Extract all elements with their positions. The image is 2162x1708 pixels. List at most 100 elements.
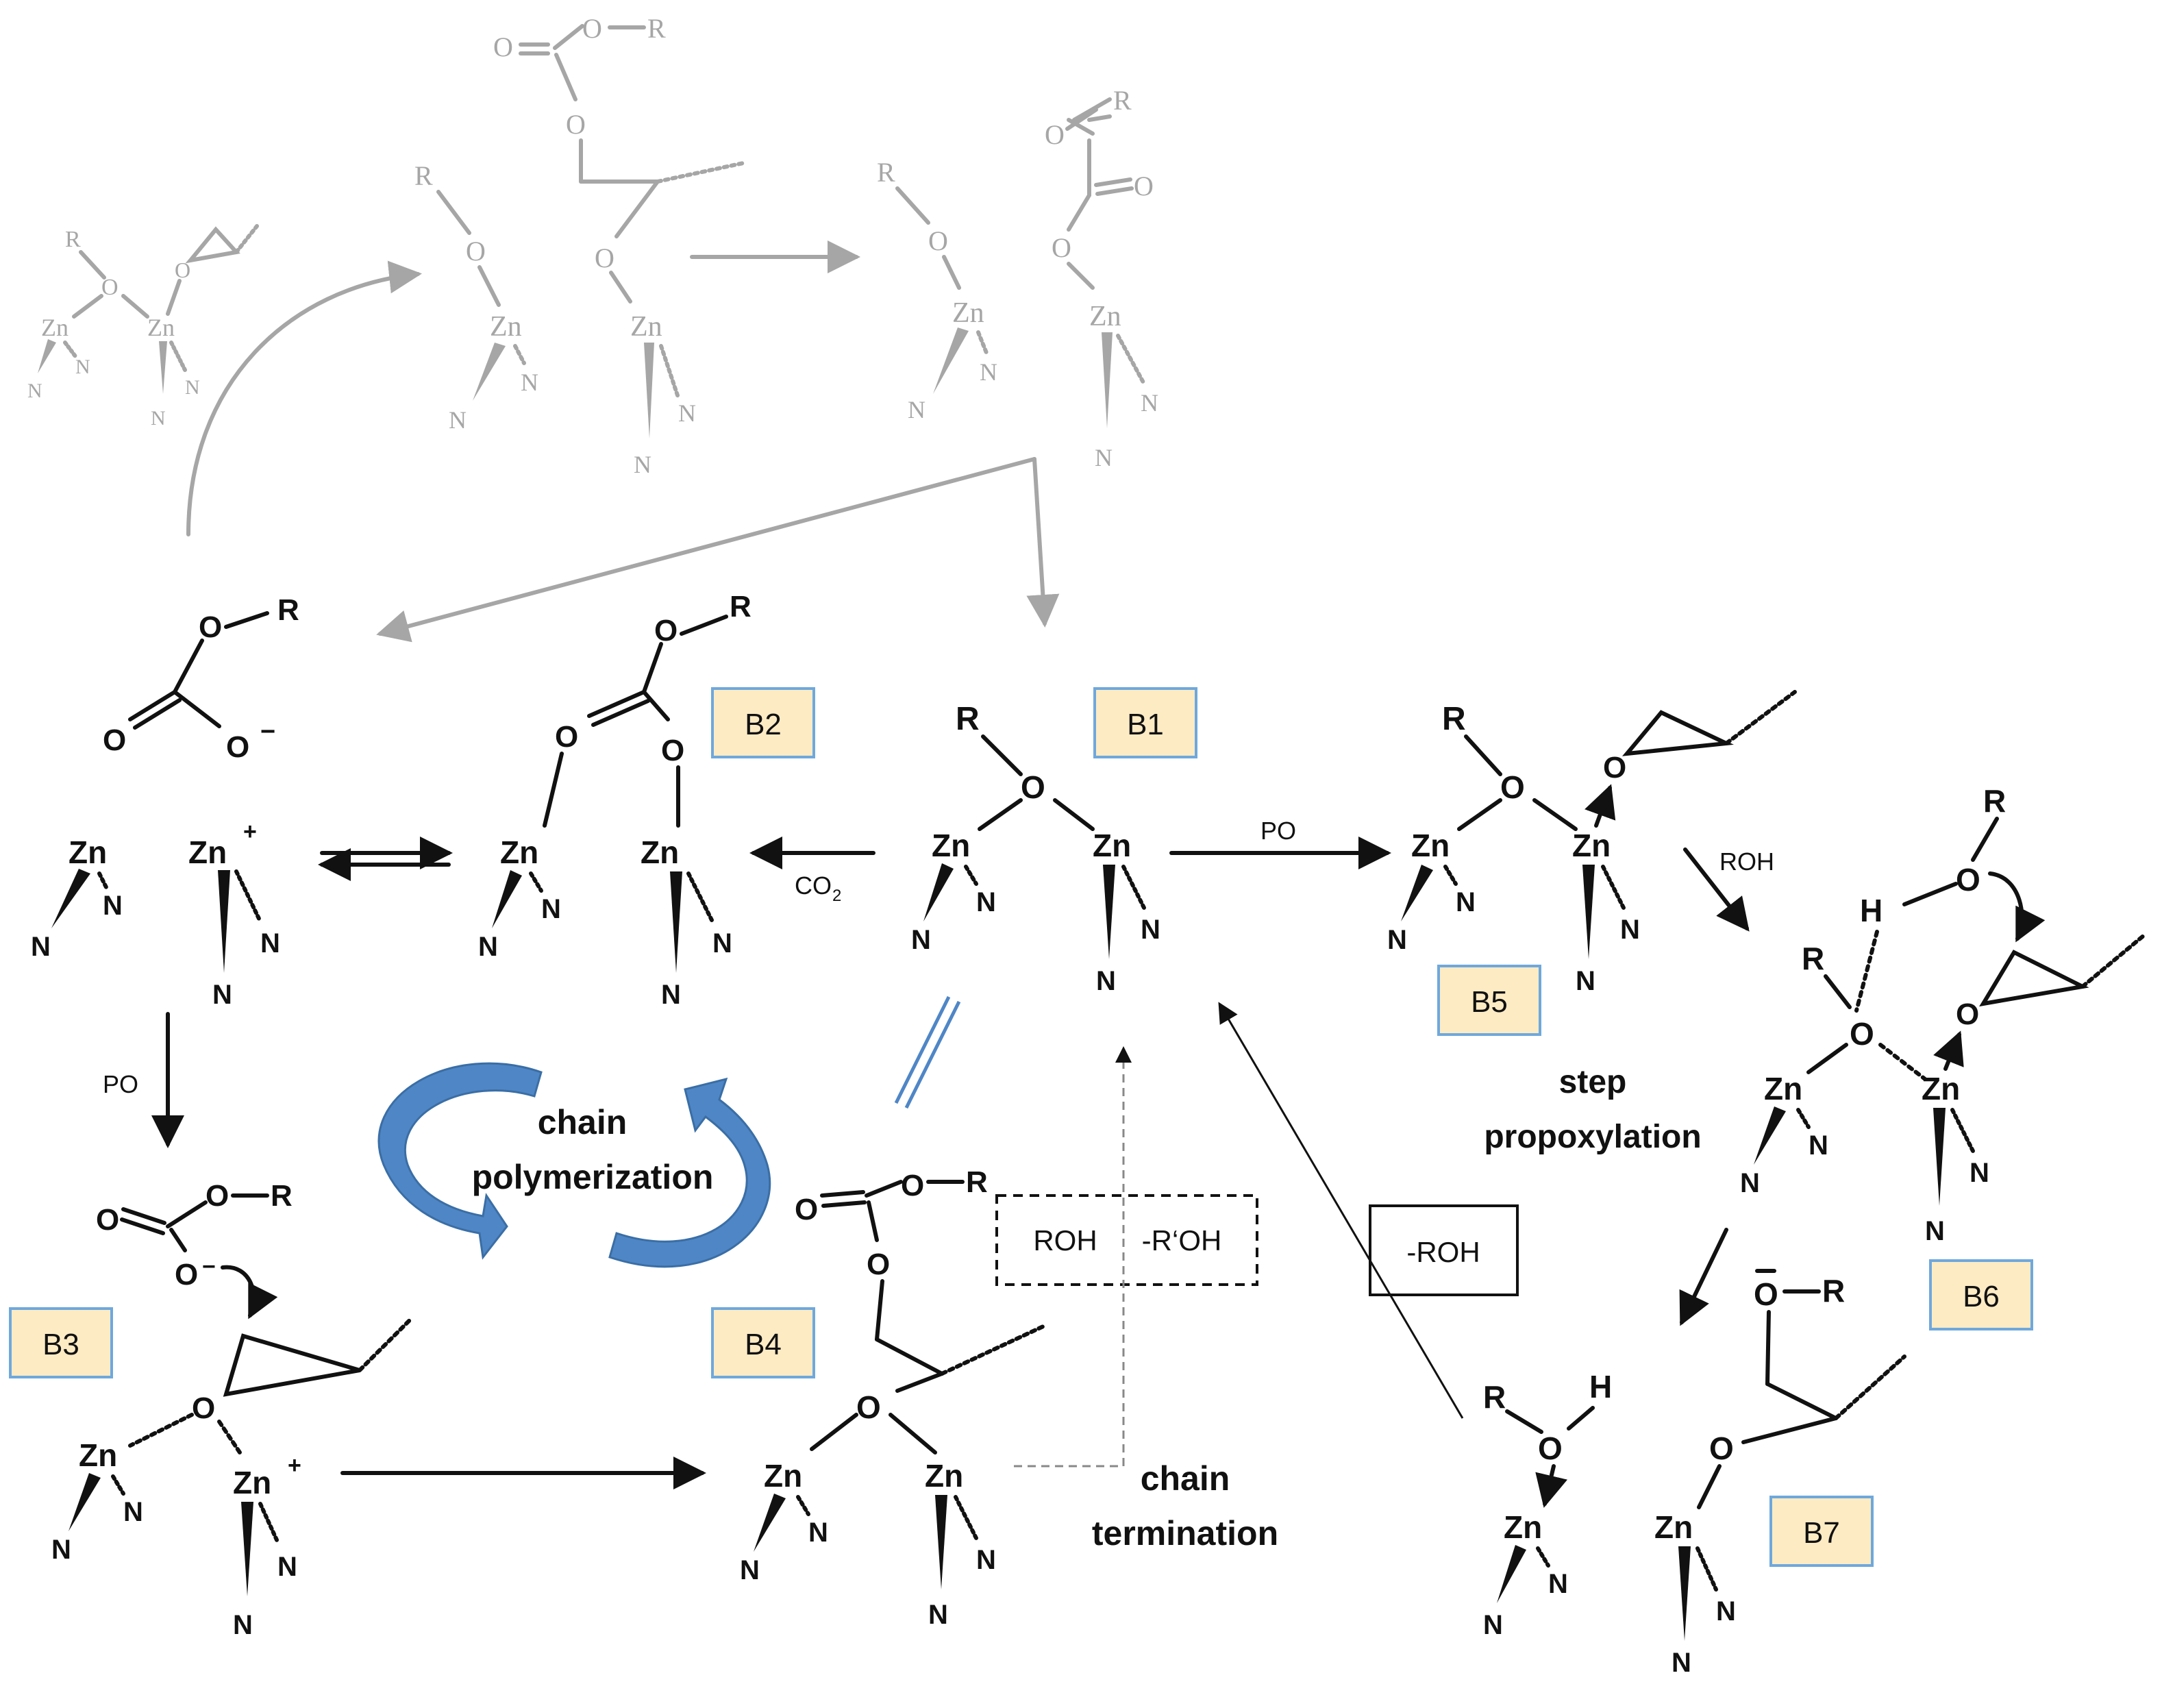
label-b7-text: B7 (1803, 1516, 1840, 1550)
label-b3-text: B3 (42, 1328, 79, 1361)
atom-n: N (1716, 1596, 1736, 1626)
blue-curved-arrow-right (608, 1077, 771, 1268)
label-b2-text: B2 (745, 708, 782, 741)
atom-o: O (1956, 998, 1979, 1031)
atom-zn: Zn (79, 1437, 117, 1473)
atom-zn: Zn (641, 834, 679, 870)
atom-n: N (1809, 1130, 1828, 1161)
po-arrow-to-b3: PO (103, 1012, 184, 1148)
atom-o: O (466, 236, 486, 267)
atom-o: O (1603, 751, 1626, 784)
atom-h: H (1860, 893, 1883, 928)
blue-equivalence-mark (894, 995, 961, 1109)
atom-r: R (1442, 701, 1466, 737)
atom-n: N (712, 928, 732, 958)
gray-pathway: R O Zn Zn O N N N N R O (27, 13, 1158, 643)
arrow-b6-b7 (1679, 1228, 1728, 1326)
chain-termination-path: chain termination (1014, 1046, 1278, 1552)
atom-n: N (1672, 1648, 1691, 1678)
atom-zn: Zn (1922, 1071, 1960, 1106)
atom-h: H (1589, 1369, 1612, 1404)
atom-o: O (1850, 1016, 1874, 1052)
atom-r: R (1483, 1379, 1506, 1415)
gray-curved-arrow (186, 260, 422, 536)
atom-o: O (493, 32, 513, 62)
complex-b7: R O H Zn N N O R O Zn N N (1483, 1269, 1906, 1678)
atom-n: N (1483, 1610, 1503, 1640)
atom-zn: Zn (188, 834, 227, 870)
label-b5-text: B5 (1471, 985, 1508, 1019)
atom-r: R (730, 590, 751, 623)
gray-carbonate-complex: R O Zn N N O O O R Zn N (877, 85, 1158, 471)
atom-n: N (634, 451, 651, 478)
charge-plus: + (288, 1452, 301, 1478)
charge-minus: − (202, 1254, 216, 1280)
atom-zn: Zn (147, 314, 175, 341)
atom-zn: Zn (1654, 1509, 1693, 1545)
label-b5: B5 (1437, 965, 1541, 1036)
atom-o: O (928, 225, 948, 256)
reagent-po: PO (103, 1070, 138, 1098)
atom-r: R (414, 160, 433, 191)
atom-o: O (175, 1258, 198, 1291)
atom-n: N (1740, 1168, 1760, 1198)
atom-n: N (1141, 915, 1160, 945)
chain-polymerization-arrows: chain polymerization (377, 1062, 771, 1268)
polymerization-text: polymerization (472, 1158, 714, 1196)
atom-o: O (1045, 119, 1065, 150)
atom-r: R (647, 13, 666, 44)
atom-o: O (901, 1169, 924, 1202)
atom-o: O (103, 723, 126, 757)
complex-b3: O O R O − O Zn N N Zn + N N (51, 1179, 413, 1640)
atom-n: N (260, 928, 280, 958)
chain-text: chain (1141, 1459, 1230, 1498)
charge-plus: + (243, 819, 257, 845)
atom-zn: Zn (952, 297, 984, 329)
atom-zn: Zn (764, 1458, 802, 1494)
atom-r: R (966, 1165, 988, 1199)
atom-o: O (1538, 1431, 1563, 1466)
complex-b5: R O Zn N N Zn N N O (1387, 690, 1797, 996)
atom-n: N (75, 356, 90, 378)
complex-b4: O O R O O Zn N N Zn N N (740, 1165, 1047, 1630)
blue-curved-arrow-left (377, 1062, 543, 1260)
reagent-roh: ROH (1719, 847, 1774, 876)
atom-zn: Zn (1572, 828, 1611, 863)
atom-zn: Zn (630, 311, 662, 343)
co2-arrow: CO 2 (749, 837, 875, 905)
charge-minus: − (260, 717, 275, 746)
atom-o: O (595, 243, 614, 273)
gray-zn-po-complex: R O Zn Zn O N N N N (27, 224, 259, 430)
atom-n: N (103, 891, 123, 921)
atom-n: N (233, 1610, 253, 1640)
atom-o: O (192, 1391, 215, 1425)
atom-n: N (521, 369, 538, 396)
termination-text: termination (1092, 1514, 1278, 1552)
atom-o: O (856, 1389, 881, 1425)
atom-n: N (51, 1535, 71, 1565)
atom-o: O (101, 275, 119, 300)
po-arrow-b1-b5: PO (1169, 817, 1391, 869)
chain-text: chain (538, 1103, 628, 1141)
atom-o: O (199, 610, 222, 644)
atom-n: N (1141, 389, 1158, 417)
atom-zn: Zn (932, 828, 970, 863)
atom-zn: Zn (490, 311, 522, 343)
atom-o: O (1754, 1276, 1778, 1312)
reagent-po: PO (1260, 817, 1296, 845)
equilibrium-arrow (318, 837, 453, 881)
atom-zn: Zn (925, 1458, 963, 1494)
label-b1-text: B1 (1127, 708, 1164, 741)
atom-r: R (1802, 941, 1824, 976)
atom-zn: Zn (1764, 1071, 1802, 1106)
atom-n: N (976, 887, 996, 917)
roh-arrow-b5-b6: ROH (1683, 847, 1774, 932)
label-b3: B3 (9, 1307, 113, 1378)
atom-r: R (271, 1179, 293, 1213)
atom-r: R (277, 593, 299, 627)
atom-n: N (123, 1497, 143, 1527)
ion-pair-complex: O R O O − Zn N N Zn + N N (31, 593, 299, 1010)
complex-b6: R O H R O Zn N N Zn N N O (1740, 783, 2146, 1246)
minus-roh-text: -ROH (1406, 1236, 1480, 1268)
atom-o: O (206, 1179, 229, 1213)
